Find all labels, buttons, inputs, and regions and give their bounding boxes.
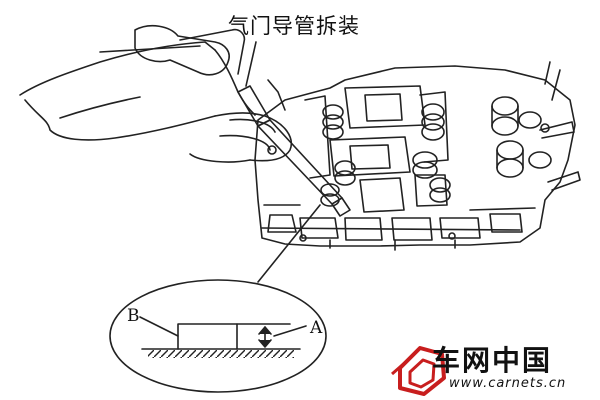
diagram-title: 气门导管拆装: [228, 14, 360, 38]
watermark-brand: 车网中国: [432, 344, 553, 377]
detail-leader-line: [257, 204, 321, 283]
hand-and-arm: [19, 41, 292, 163]
title-leader-line: [245, 41, 257, 87]
valve-springs: [320, 103, 451, 207]
dimension-label-a: A: [310, 318, 323, 338]
drift-tool: [237, 85, 351, 217]
detail-callout: [109, 279, 327, 393]
watermark-url: www.carnets.cn: [449, 376, 567, 391]
carnets-logo-icon: [391, 346, 446, 396]
cylinder-head: [254, 65, 576, 251]
dimension-label-b: B: [127, 306, 140, 326]
valve-lifters: [491, 61, 581, 191]
hammer-icon: [99, 24, 246, 76]
camshaft-journals: [304, 85, 449, 179]
